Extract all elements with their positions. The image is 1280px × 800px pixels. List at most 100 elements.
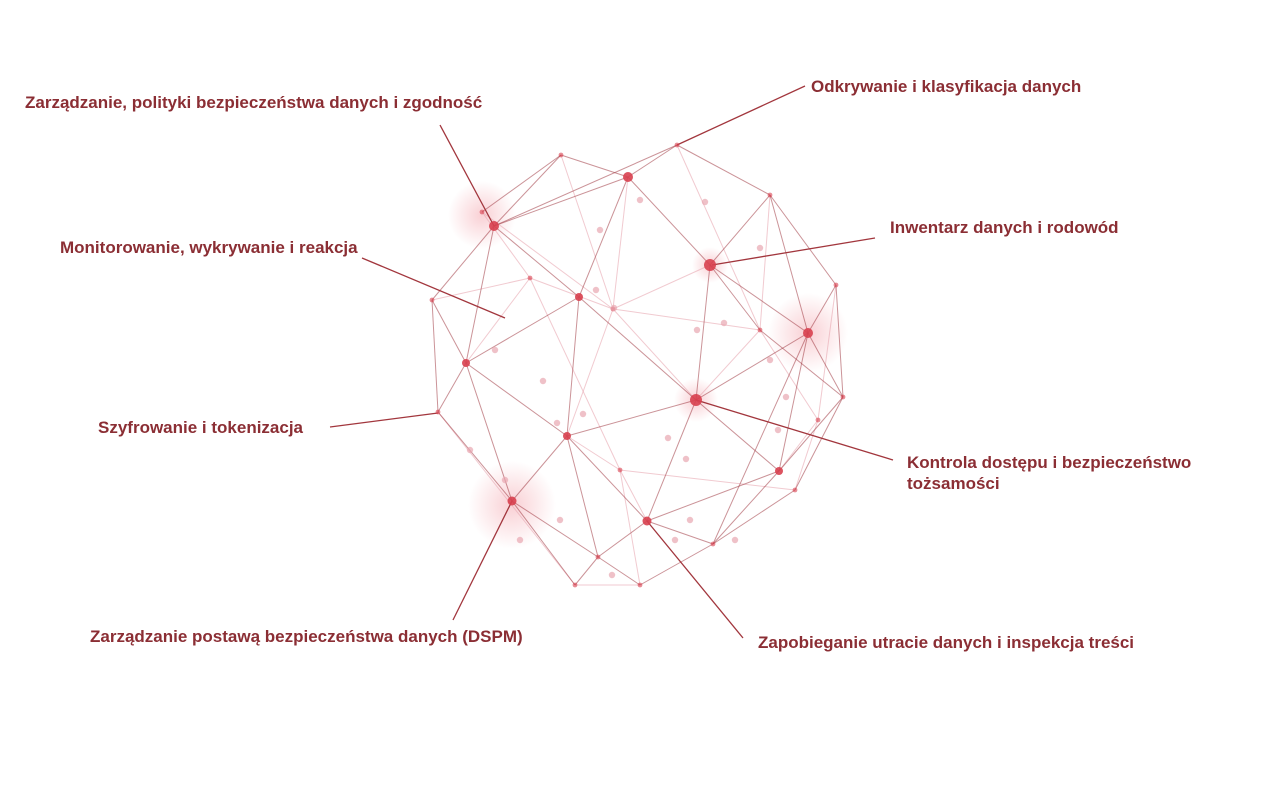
front-edge-22 bbox=[578, 296, 697, 401]
node-t bbox=[690, 394, 702, 406]
sphere-glows bbox=[448, 181, 848, 549]
front-edge-49 bbox=[709, 264, 761, 331]
label-inventory: Inwentarz danych i rodowód bbox=[890, 218, 1119, 237]
back-edge-18 bbox=[437, 411, 576, 586]
front-edge-18 bbox=[578, 176, 629, 298]
sphere-back-edges bbox=[431, 144, 837, 586]
front-edge-41 bbox=[835, 284, 844, 398]
front-edge-27 bbox=[695, 332, 809, 401]
leader-encryption bbox=[329, 412, 439, 428]
front-edge-44 bbox=[597, 556, 641, 586]
leader-discovery bbox=[676, 85, 806, 146]
front-edge-1 bbox=[627, 144, 678, 178]
front-edge-40 bbox=[481, 154, 562, 213]
front-edge-34 bbox=[437, 411, 513, 502]
particle-16 bbox=[636, 196, 644, 204]
front-edge-17 bbox=[493, 176, 629, 227]
front-edge-43 bbox=[574, 556, 599, 586]
particle-5 bbox=[682, 455, 690, 463]
front-edge-4 bbox=[807, 284, 837, 334]
back-edge-4 bbox=[794, 419, 819, 491]
node-u bbox=[479, 209, 485, 215]
node-x bbox=[757, 327, 763, 333]
front-edge-48 bbox=[493, 144, 678, 227]
node-v bbox=[527, 275, 533, 281]
front-edge-2 bbox=[676, 144, 771, 196]
back-edge-6 bbox=[529, 277, 621, 471]
particle-11 bbox=[782, 393, 790, 401]
particle-4 bbox=[664, 434, 672, 442]
node-C2 bbox=[815, 417, 821, 423]
particle-9 bbox=[539, 377, 547, 385]
node-y bbox=[617, 467, 623, 473]
node-a bbox=[558, 152, 564, 158]
front-edge-19 bbox=[493, 225, 580, 298]
particle-1 bbox=[610, 304, 618, 312]
front-edge-25 bbox=[709, 194, 771, 266]
front-edge-39 bbox=[465, 225, 495, 364]
label-access-control: Kontrola dostępu i bezpieczeństwo tożsam… bbox=[907, 453, 1192, 493]
front-edge-50 bbox=[759, 329, 844, 398]
front-edge-45 bbox=[639, 543, 714, 586]
front-edge-0 bbox=[560, 154, 629, 178]
back-edge-5 bbox=[619, 469, 796, 491]
back-edge-23 bbox=[612, 176, 629, 310]
particle-20 bbox=[501, 476, 509, 484]
particle-13 bbox=[686, 516, 694, 524]
front-edge-26 bbox=[709, 264, 809, 334]
node-j bbox=[642, 516, 652, 526]
node-q bbox=[489, 221, 499, 231]
particle-21 bbox=[731, 536, 739, 544]
node-p bbox=[429, 297, 435, 303]
back-edge-21 bbox=[566, 308, 614, 437]
front-edge-5 bbox=[807, 332, 844, 398]
front-edge-20 bbox=[465, 296, 580, 364]
back-edge-15 bbox=[676, 144, 761, 331]
leader-dspm bbox=[452, 500, 513, 621]
back-edge-17 bbox=[817, 284, 837, 421]
node-z bbox=[572, 582, 578, 588]
front-edge-36 bbox=[566, 435, 599, 558]
front-edge-31 bbox=[566, 435, 648, 522]
leader-dlp bbox=[646, 520, 744, 639]
leader-lines bbox=[329, 85, 894, 639]
front-edge-12 bbox=[465, 362, 568, 437]
particle-7 bbox=[553, 419, 561, 427]
particle-17 bbox=[701, 198, 709, 206]
node-f bbox=[803, 328, 813, 338]
node-m bbox=[563, 432, 571, 440]
leader-monitoring bbox=[361, 257, 506, 319]
node-A bbox=[637, 582, 643, 588]
front-edge-21 bbox=[566, 296, 580, 437]
front-edge-13 bbox=[437, 362, 467, 413]
particle-15 bbox=[596, 226, 604, 234]
sphere-nodes bbox=[429, 142, 846, 588]
node-e bbox=[833, 282, 839, 288]
particle-2 bbox=[693, 326, 701, 334]
node-r bbox=[575, 293, 583, 301]
node-c bbox=[674, 142, 680, 148]
front-edge-28 bbox=[695, 399, 780, 472]
back-edge-14 bbox=[560, 154, 614, 310]
particle-19 bbox=[466, 446, 474, 454]
particle-6 bbox=[579, 410, 587, 418]
front-edge-30 bbox=[566, 399, 697, 437]
particle-12 bbox=[774, 426, 782, 434]
leader-inventory bbox=[711, 237, 876, 266]
back-edge-24 bbox=[695, 329, 761, 401]
label-dlp: Zapobieganie utracie danych i inspekcja … bbox=[758, 633, 1135, 652]
node-i bbox=[710, 541, 716, 547]
particle-10 bbox=[766, 356, 774, 364]
node-B bbox=[792, 487, 798, 493]
front-edge-10 bbox=[511, 500, 599, 558]
front-edge-23 bbox=[695, 264, 711, 401]
back-edge-12 bbox=[619, 469, 648, 522]
particle-23 bbox=[516, 536, 524, 544]
front-edge-37 bbox=[712, 332, 809, 545]
node-l bbox=[507, 496, 517, 506]
back-edge-20 bbox=[465, 277, 531, 364]
front-edge-38 bbox=[769, 194, 809, 334]
front-edge-42 bbox=[511, 500, 576, 586]
node-k bbox=[595, 554, 601, 560]
